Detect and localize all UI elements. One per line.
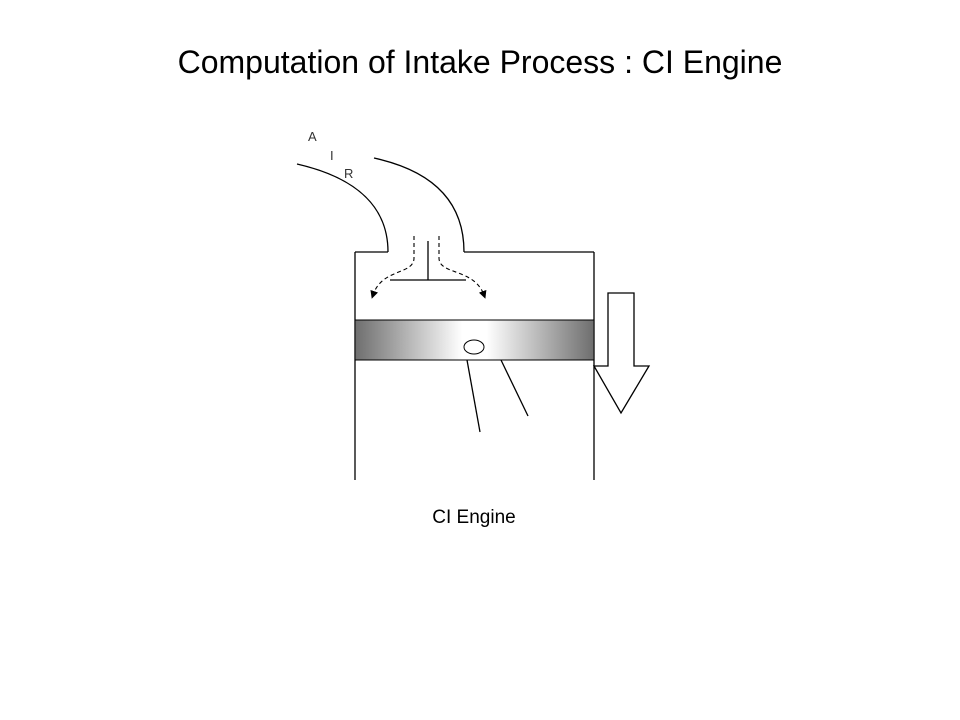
slide-title: Computation of Intake Process : CI Engin… — [177, 44, 783, 80]
diagram-caption: CI Engine — [432, 507, 516, 528]
air-label-letter-i: I — [330, 148, 334, 163]
piston-motion-arrow — [592, 292, 651, 415]
air-label-letter-a: A — [308, 129, 317, 144]
connecting-rod-right — [500, 359, 529, 417]
air-flow-arrow-left — [370, 236, 415, 299]
connecting-rod-left — [466, 359, 481, 433]
intake-port-inner-wall — [373, 157, 465, 253]
air-label-letter-r: R — [344, 166, 353, 181]
air-flow-arrow-right — [438, 236, 487, 299]
piston-pin — [463, 339, 485, 355]
intake-port-outer-wall — [296, 163, 389, 253]
